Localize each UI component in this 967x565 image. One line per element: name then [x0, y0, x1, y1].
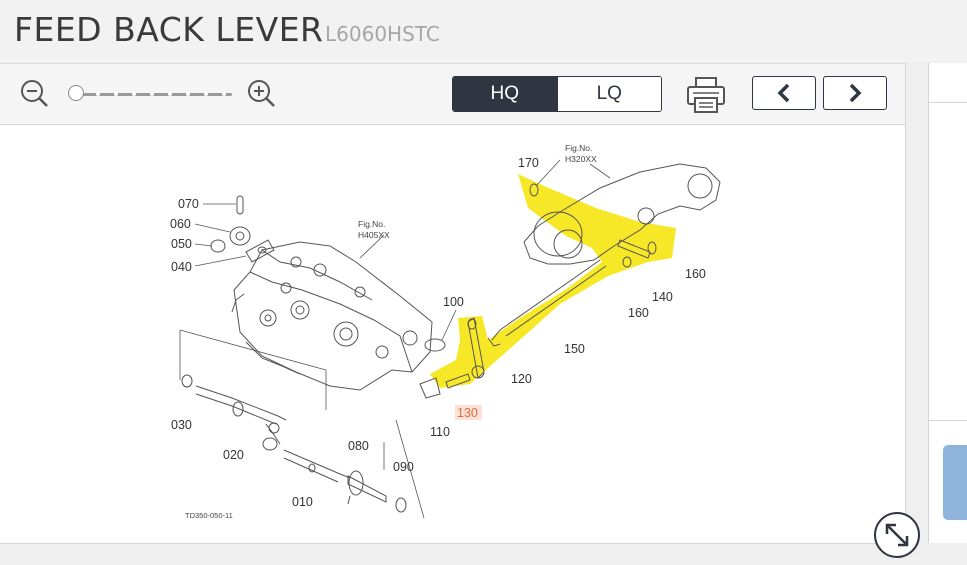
part-label-160-a[interactable]: 160	[685, 267, 706, 281]
part-label-150[interactable]: 150	[564, 342, 585, 356]
zoom-slider-track	[76, 93, 232, 96]
part-label-030[interactable]: 030	[171, 418, 192, 432]
part-label-140[interactable]: 140	[652, 290, 673, 304]
leader-lines	[179, 159, 611, 519]
prev-button[interactable]	[752, 76, 816, 110]
part-label-170[interactable]: 170	[518, 156, 539, 170]
expand-diagonal-icon	[885, 523, 909, 547]
fig-ref-right-code: H320XX	[565, 154, 597, 164]
part-label-050[interactable]: 050	[171, 237, 192, 251]
valve-fittings	[210, 195, 275, 263]
chevron-left-icon	[777, 83, 790, 103]
part-label-090[interactable]: 090	[393, 460, 414, 474]
zoom-slider[interactable]	[68, 85, 232, 103]
side-panel-divider-bottom	[928, 420, 967, 421]
part-label-060[interactable]: 060	[170, 217, 191, 231]
side-panel-button[interactable]	[943, 445, 967, 520]
part-label-100[interactable]: 100	[443, 295, 464, 309]
linkage-highlight	[430, 174, 676, 388]
shaft-assembly	[181, 374, 407, 513]
drawing-code: TD350-050-11	[185, 511, 233, 520]
zoom-out-icon[interactable]	[18, 78, 50, 110]
parts-diagram[interactable]: 070 060 050 040 030 020 010 080 090 100 …	[0, 124, 905, 543]
side-panel-divider-top	[928, 102, 967, 103]
part-label-110[interactable]: 110	[430, 425, 450, 439]
fig-ref-right-label: Fig.No.	[565, 143, 592, 153]
zoom-in-icon[interactable]	[245, 78, 277, 110]
part-label-130-selected[interactable]: 130	[457, 406, 478, 420]
zoom-slider-knob[interactable]	[68, 85, 84, 101]
hq-button[interactable]: HQ	[453, 77, 557, 111]
page-title: FEED BACK LEVER	[14, 10, 324, 49]
page-header: FEED BACK LEVER L6060HSTC	[0, 0, 967, 62]
chevron-right-icon	[849, 83, 862, 103]
diagram-viewer: HQ LQ	[0, 63, 906, 544]
viewer-toolbar: HQ LQ	[0, 63, 905, 125]
expand-button[interactable]	[874, 512, 920, 558]
fig-ref-left-code: H405XX	[358, 230, 390, 240]
part-label-160-b[interactable]: 160	[628, 306, 649, 320]
part-label-020[interactable]: 020	[223, 448, 244, 462]
part-label-040[interactable]: 040	[171, 260, 192, 274]
fig-ref-left-label: Fig.No.	[358, 219, 385, 229]
model-name: L6060HSTC	[325, 22, 440, 46]
next-button[interactable]	[823, 76, 887, 110]
linkage-parts	[419, 163, 721, 399]
part-label-080[interactable]: 080	[348, 439, 369, 453]
printer-icon[interactable]	[686, 76, 726, 114]
valve-body	[231, 241, 433, 391]
lq-button[interactable]: LQ	[556, 77, 661, 111]
part-label-070[interactable]: 070	[178, 197, 199, 211]
part-label-010[interactable]: 010	[292, 495, 313, 509]
quality-toggle: HQ LQ	[452, 76, 662, 112]
part-label-120[interactable]: 120	[511, 372, 532, 386]
